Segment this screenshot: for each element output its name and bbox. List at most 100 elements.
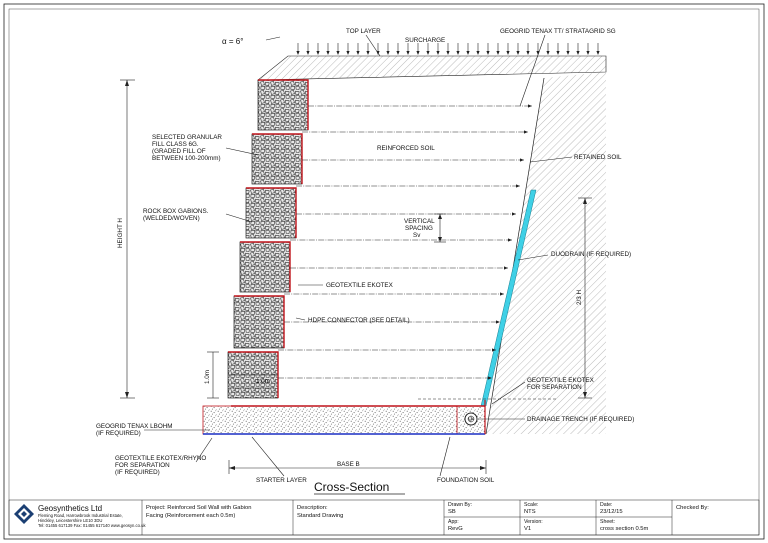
surcharge-arrowhead (476, 51, 480, 55)
drawn-by-value: SB (448, 509, 456, 515)
height-label: HEIGHT H (117, 218, 124, 248)
starter-layer-fill (202, 405, 486, 435)
surcharge-arrowhead (366, 51, 370, 55)
company-name: Geosynthetics Ltd (38, 504, 102, 513)
surcharge-arrowhead (426, 51, 430, 55)
surcharge-arrowhead (396, 51, 400, 55)
gabion-basket (251, 133, 303, 185)
surcharge-arrowhead (446, 51, 450, 55)
fill-label-3: (GRADED FILL OF (152, 148, 206, 155)
geogrid-arrowhead (492, 348, 496, 352)
gabion-stack (227, 79, 309, 399)
gabion-basket (239, 241, 291, 293)
company-address-1: Fleming Road, Harrowbrook Industrial Est… (38, 513, 123, 518)
foundation-soil-label: FOUNDATION SOIL (437, 477, 495, 484)
surcharge-arrowhead (576, 51, 580, 55)
surcharge-arrowhead (416, 51, 420, 55)
geogrid-top-label: GEOGRID TENAX TT/ STRATAGRID SG (500, 28, 616, 35)
version-value: V1 (524, 526, 531, 532)
retained-soil-label: RETAINED SOIL (574, 154, 622, 161)
app-label: App: (448, 519, 459, 525)
geogrid-arrowhead (528, 104, 532, 108)
description-value: Standard Drawing (297, 513, 343, 519)
drawn-by-label: Drawn By: (448, 502, 472, 508)
gabion-basket (257, 79, 309, 131)
fill-label-4: BETWEEN 100-200mm) (152, 155, 221, 162)
surcharge-arrowhead (596, 51, 600, 55)
geogrid-layers (278, 104, 532, 380)
scale-value: NTS (524, 509, 536, 515)
gabion-basket (233, 295, 285, 349)
geotextile-ekotex-label: GEOTEXTILE EKOTEX (326, 282, 394, 289)
top-layer-wedge (257, 55, 607, 81)
project-line-1: Project: Reinforced Soil Wall with Gabio… (146, 505, 251, 511)
fill-label-1: SELECTED GRANULAR (152, 134, 222, 141)
title-block (8, 499, 760, 536)
vertical-spacing-label-3: Sv (413, 232, 421, 239)
surcharge-arrowhead (496, 51, 500, 55)
surcharge-arrowhead (566, 51, 570, 55)
gabions-label-1: ROCK BOX GABIONS. (143, 208, 209, 215)
failure-plane (485, 77, 545, 435)
geotextile-wrap (252, 133, 303, 184)
surcharge-arrowhead (306, 51, 310, 55)
rhyno-label-2: FOR SEPARATION (115, 462, 170, 469)
surcharge-arrowhead (456, 51, 460, 55)
sheet-value: cross section 0.5m (600, 526, 648, 532)
rhyno-label-3: (IF REQUIRED) (115, 469, 160, 476)
version-label: Version: (524, 519, 543, 525)
surcharge-arrowhead (546, 51, 550, 55)
surcharge-arrowhead (526, 51, 530, 55)
surcharge-arrowhead (556, 51, 560, 55)
geogrid-arrowhead (500, 292, 504, 296)
description-label: Description: (297, 505, 328, 511)
drainage-trench-label: DRAINAGE TRENCH (IF REQUIRED) (527, 416, 634, 423)
geogrid-arrowhead (508, 238, 512, 242)
retained-soil-hatch (486, 72, 606, 434)
date-label: Date: (600, 502, 612, 508)
geogrid-arrowhead (504, 266, 508, 270)
surcharge-arrowhead (466, 51, 470, 55)
geotextile-wrap (246, 187, 297, 238)
geogrid-arrowhead (488, 376, 492, 380)
drawing-title: Cross-Section (314, 480, 389, 494)
lbohm-label-1: GEOGRID TENAX LBOHM (96, 423, 173, 430)
surcharge-arrowhead (316, 51, 320, 55)
company-logo (14, 504, 34, 524)
hdpe-connector-label: HDPE CONNECTOR (SEE DETAIL) (308, 317, 410, 324)
surcharge-arrowhead (516, 51, 520, 55)
surcharge-arrowhead (586, 51, 590, 55)
geotextile-sep-label-1: GEOTEXTILE EKOTEX (527, 377, 595, 384)
surcharge-label: SURCHARGE (405, 37, 445, 44)
geotextile-wrap (258, 79, 309, 130)
top-layer-label: TOP LAYER (346, 28, 381, 35)
two-thirds-height-label: 2/3 H (576, 289, 583, 305)
fill-label-2: FILL CLASS 6G. (152, 141, 199, 148)
base-label: BASE B (337, 461, 360, 468)
surcharge-arrowhead (336, 51, 340, 55)
surcharge-arrowhead (346, 51, 350, 55)
rhyno-label-1: GEOTEXTILE EKOTEX/RHYNO (115, 455, 206, 462)
surcharge-arrowhead (436, 51, 440, 55)
lbohm-label-2: (IF REQUIRED) (96, 430, 141, 437)
app-value: RevG (448, 526, 463, 532)
sheet-label: Sheet: (600, 519, 615, 525)
angle-label: α = 6° (222, 37, 243, 46)
company-address-3: Tel: 01455 617139 Fax: 01455 617140 www.… (38, 523, 146, 528)
vertical-spacing-label-1: VERTICAL (404, 218, 435, 225)
geotextile-wrap (234, 295, 285, 348)
gabion-basket (245, 187, 297, 239)
scale-label: Scale: (524, 502, 538, 508)
geogrid-arrowhead (524, 130, 528, 134)
one-metre-vertical-label: 1.0m (204, 370, 211, 384)
surcharge-arrowhead (486, 51, 490, 55)
surcharge-arrowhead (386, 51, 390, 55)
geotextile-wrap (228, 351, 279, 398)
geogrid-arrowhead (512, 212, 516, 216)
geotextile-sep-label-2: FOR SEPARATION (527, 384, 582, 391)
duodrain-strip (480, 189, 537, 407)
vertical-spacing-label-2: SPACING (405, 225, 433, 232)
surcharge-arrowhead (406, 51, 410, 55)
geogrid-arrowhead (496, 320, 500, 324)
